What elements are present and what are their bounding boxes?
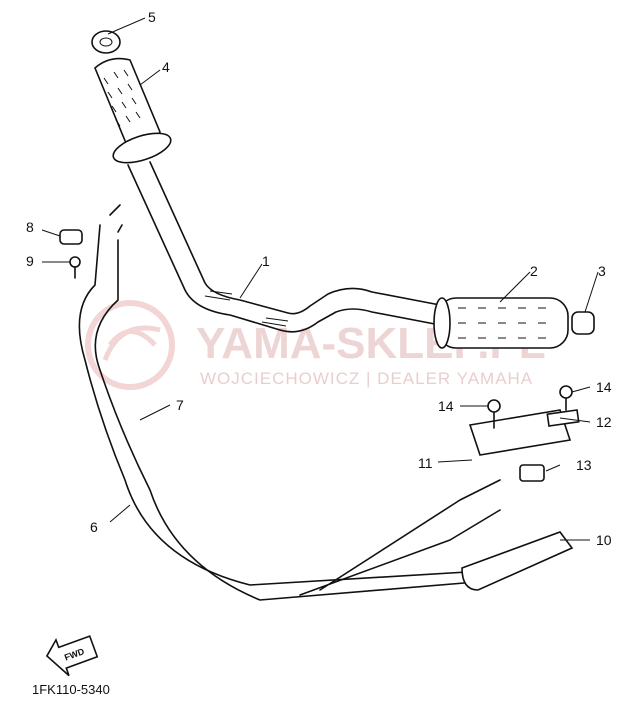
- clamp-bolt: [69, 256, 81, 279]
- callout-5: 5: [148, 9, 156, 25]
- fwd-arrow-icon: FWD: [45, 635, 99, 677]
- callout-14-left: 14: [438, 398, 454, 414]
- watermark-subtitle: WOJCIECHOWICZ | DEALER YAMAHA: [200, 369, 533, 388]
- callout-10: 10: [596, 532, 612, 548]
- callout-4: 4: [162, 59, 170, 75]
- diagram-code: 1FK110-5340: [32, 682, 110, 697]
- handlebar: [127, 161, 441, 333]
- callout-8: 8: [26, 219, 34, 235]
- lower-housing: [461, 531, 574, 591]
- watermark-logo-mark: [102, 325, 161, 361]
- grip-end-cap: [91, 30, 121, 54]
- callout-12: 12: [596, 414, 612, 430]
- callout-9: 9: [26, 253, 34, 269]
- callout-3: 3: [598, 263, 606, 279]
- callout-14-right: 14: [596, 379, 612, 395]
- callout-2: 2: [530, 263, 538, 279]
- choke-cables: [78, 204, 501, 601]
- callout-11: 11: [418, 455, 433, 471]
- right-end-cap: [571, 311, 595, 335]
- choke-lever-assembly: [468, 385, 580, 482]
- callout-6: 6: [90, 519, 98, 535]
- watermark-logo: [85, 300, 175, 390]
- cable-clamp: [59, 229, 83, 245]
- leader-lines: [41, 17, 599, 541]
- callout-1: 1: [262, 253, 270, 269]
- callout-13: 13: [576, 457, 592, 473]
- callout-7: 7: [176, 397, 184, 413]
- left-grip: [94, 57, 172, 164]
- right-grip: [433, 297, 569, 349]
